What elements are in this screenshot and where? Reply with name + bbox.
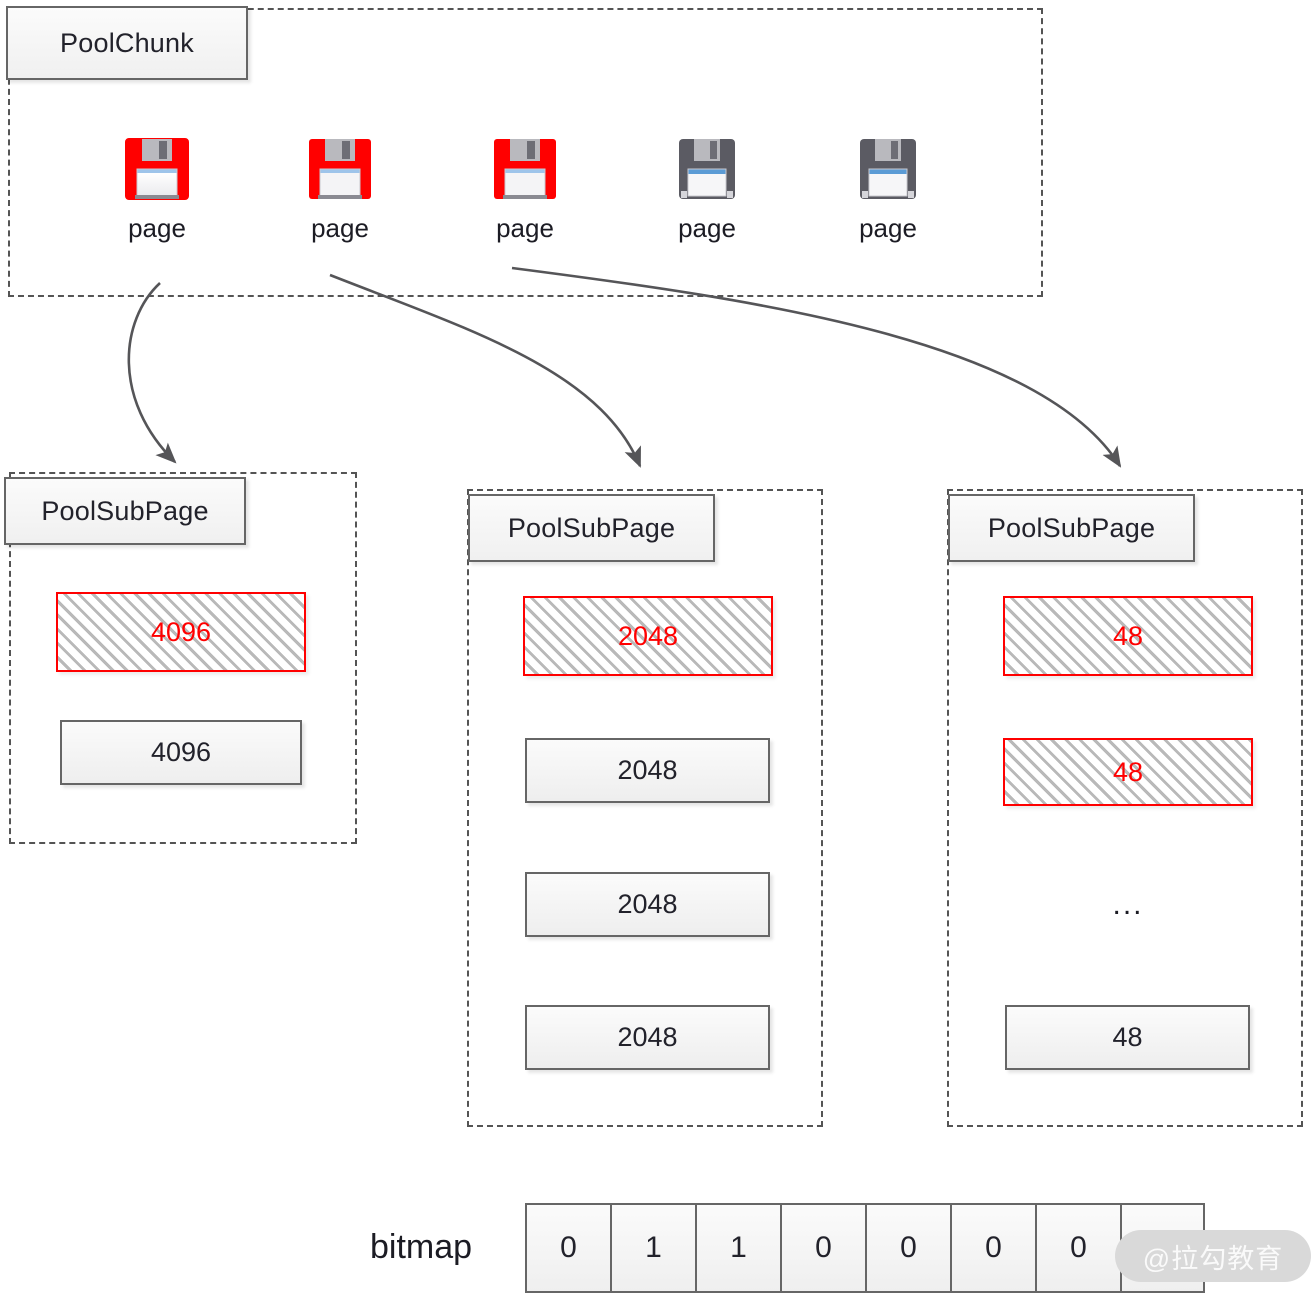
memory-slot-allocated[interactable]: 4096	[56, 592, 306, 672]
bitmap-cell[interactable]: 0	[780, 1203, 865, 1293]
poolsubpage-title-label: PoolSubPage	[507, 512, 676, 543]
floppy-disk-icon-free	[679, 139, 735, 199]
floppy-disk-icon-used	[125, 138, 189, 200]
bitmap-cell[interactable]: 1	[695, 1203, 780, 1293]
page-label: page	[311, 213, 369, 243]
page-label: page	[678, 213, 736, 243]
poolsubpage-container-1	[9, 472, 357, 844]
memory-slot-allocated[interactable]: 2048	[523, 596, 773, 676]
arrow-page2-to-subpage2	[329, 273, 642, 468]
watermark: @拉勾教育	[1115, 1230, 1311, 1282]
memory-slot-free[interactable]: 2048	[525, 1005, 770, 1070]
memory-slot-value: 4096	[150, 737, 212, 767]
poolsubpage-container-2	[467, 489, 823, 1127]
slots-ellipsis: ...	[1112, 888, 1144, 921]
poolsubpage-title-label: PoolSubPage	[987, 512, 1156, 543]
memory-slot-free[interactable]: 2048	[525, 872, 770, 937]
bitmap-label: bitmap	[370, 1228, 473, 1266]
arrow-page1-to-subpage1	[127, 282, 177, 464]
bitmap-cell[interactable]: 0	[525, 1203, 610, 1293]
poolsubpage-title-label: PoolSubPage	[41, 495, 209, 526]
memory-slot-free[interactable]: 48	[1005, 1005, 1250, 1070]
memory-slot-allocated[interactable]: 48	[1003, 596, 1253, 676]
page-cell-5[interactable]: page	[833, 133, 943, 244]
memory-slot-value: 2048	[617, 755, 678, 785]
memory-slot-value: 2048	[617, 889, 678, 919]
bitmap-cell[interactable]: 0	[865, 1203, 950, 1293]
page-label: page	[496, 213, 554, 243]
memory-slot-allocated[interactable]: 48	[1003, 738, 1253, 806]
floppy-disk-icon-free	[860, 139, 916, 199]
poolsubpage-container-3	[947, 489, 1303, 1127]
page-cell-1[interactable]: page	[102, 133, 212, 244]
memory-slot-value: 48	[1112, 756, 1144, 787]
page-label: page	[859, 213, 917, 243]
floppy-disk-icon-used	[309, 139, 371, 199]
bitmap-cell[interactable]: 0	[950, 1203, 1035, 1293]
poolsubpage-title-box-2: PoolSubPage	[468, 494, 715, 562]
page-label: page	[128, 213, 186, 243]
floppy-disk-icon-used	[494, 139, 556, 199]
page-cell-4[interactable]: page	[652, 133, 762, 244]
bitmap-cell[interactable]: 0	[1035, 1203, 1120, 1293]
bitmap-cell[interactable]: 1	[610, 1203, 695, 1293]
memory-slot-free[interactable]: 4096	[60, 720, 302, 785]
bitmap-row: 0 1 1 0 0 0 0 ...	[525, 1203, 1205, 1293]
poolsubpage-title-box-1: PoolSubPage	[4, 477, 246, 545]
arrow-page3-to-subpage3	[511, 266, 1122, 468]
memory-slot-free[interactable]: 2048	[525, 738, 770, 803]
poolchunk-title-label: PoolChunk	[60, 27, 194, 58]
memory-slot-value: 2048	[617, 1022, 678, 1052]
memory-slot-value: 48	[1112, 620, 1144, 651]
memory-slot-value: 48	[1112, 1022, 1143, 1052]
memory-slot-value: 2048	[617, 620, 679, 651]
page-cell-3[interactable]: page	[470, 133, 580, 244]
poolsubpage-title-box-3: PoolSubPage	[948, 494, 1195, 562]
poolchunk-title-box: PoolChunk	[6, 6, 248, 80]
memory-slot-value: 4096	[150, 616, 212, 647]
page-cell-2[interactable]: page	[285, 133, 395, 244]
